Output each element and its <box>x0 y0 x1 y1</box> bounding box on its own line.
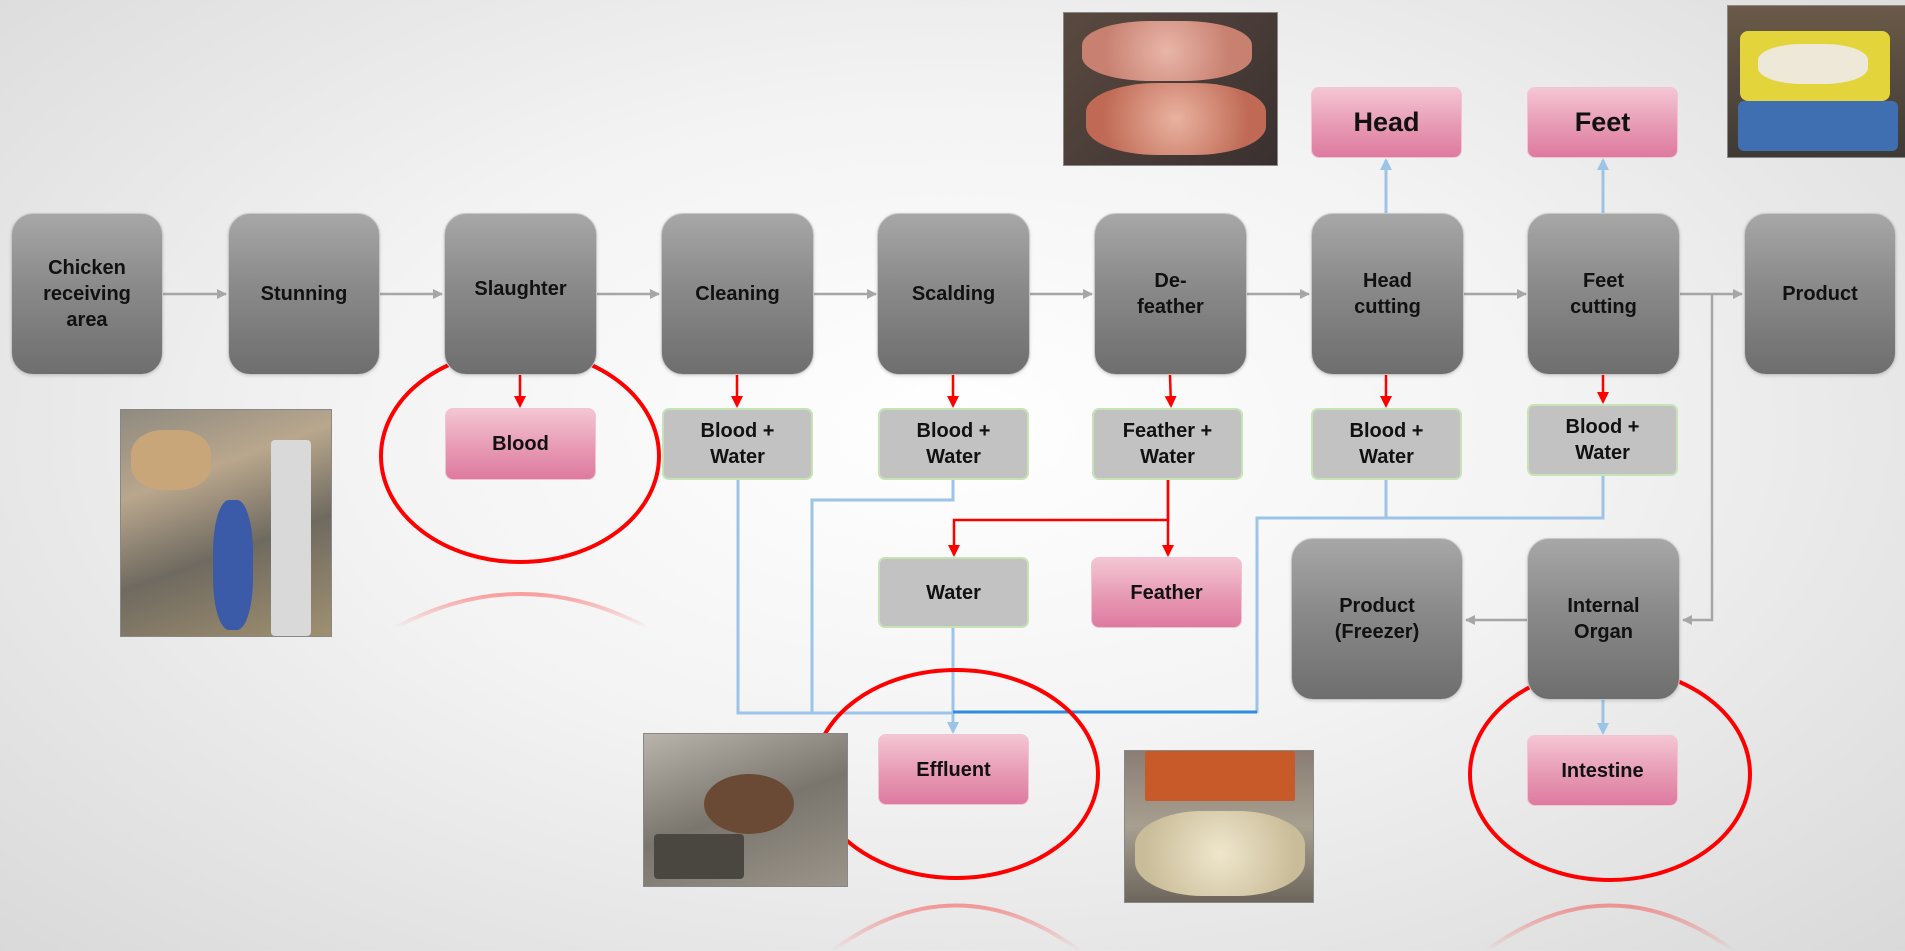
reflection-blood <box>394 592 649 630</box>
line-scalding-to-effluent <box>810 480 955 713</box>
output-feet: Feet <box>1527 87 1678 158</box>
photo-feathers <box>1135 811 1305 896</box>
arrow-to-internal-organ <box>1682 294 1714 625</box>
output-effluent: Effluent <box>878 734 1029 805</box>
reflection-intestine <box>1484 903 1736 951</box>
output-feet-blood-water: Blood + Water <box>1527 404 1678 476</box>
effluent-lines <box>736 158 1609 735</box>
photo-hanging-chickens <box>120 409 332 637</box>
photo-feet-crate <box>1727 5 1905 158</box>
output-head-blood-water: Blood + Water <box>1311 408 1462 480</box>
photo-feet-pile <box>1758 44 1868 84</box>
output-cleaning-blood-water: Blood + Water <box>662 408 813 480</box>
photo-tray-top <box>1082 21 1252 81</box>
step-chicken-receiving: Chicken receiving area <box>11 213 163 375</box>
output-water: Water <box>878 557 1029 628</box>
arrow-split-to-water <box>948 480 1170 557</box>
photo-drain-pipe <box>704 774 794 834</box>
output-arrows <box>514 374 1609 557</box>
photo-feather-pile <box>1124 750 1314 903</box>
line-cleaning-to-effluent <box>736 480 953 715</box>
photo-chicken-parts-trays <box>1063 12 1278 166</box>
step-product: Product <box>1744 213 1896 375</box>
circle-reflections <box>394 592 1736 951</box>
step-product-freezer: Product (Freezer) <box>1291 538 1463 700</box>
line-head-to-effluent <box>1255 480 1388 713</box>
step-defeather: De- feather <box>1094 213 1247 375</box>
photo-panel <box>271 440 311 636</box>
photo-carcasses <box>131 430 211 490</box>
output-feather-water: Feather + Water <box>1092 408 1243 480</box>
photo-effluent-machinery <box>643 733 848 887</box>
output-intestine: Intestine <box>1527 735 1678 806</box>
output-blood: Blood <box>445 408 596 480</box>
line-feet-to-effluent <box>1386 476 1605 520</box>
step-stunning: Stunning <box>228 213 380 375</box>
reflection-effluent <box>830 903 1082 951</box>
step-feet-cutting: Feet cutting <box>1527 213 1680 375</box>
step-cleaning: Cleaning <box>661 213 814 375</box>
step-scalding: Scalding <box>877 213 1030 375</box>
photo-blue-crate <box>1738 101 1898 151</box>
output-feather: Feather <box>1091 557 1242 628</box>
photo-worker-figure <box>213 500 253 630</box>
output-scalding-blood-water: Blood + Water <box>878 408 1029 480</box>
step-head-cutting: Head cutting <box>1311 213 1464 375</box>
arrow-defeather-to-output <box>1164 374 1177 408</box>
photo-basin <box>654 834 744 879</box>
output-head: Head <box>1311 87 1462 158</box>
photo-building <box>1145 751 1295 801</box>
photo-tray-bottom <box>1086 83 1266 155</box>
step-slaughter: Slaughter <box>444 213 597 375</box>
main-flow-arrows <box>163 289 1743 625</box>
step-internal-organ: Internal Organ <box>1527 538 1680 700</box>
